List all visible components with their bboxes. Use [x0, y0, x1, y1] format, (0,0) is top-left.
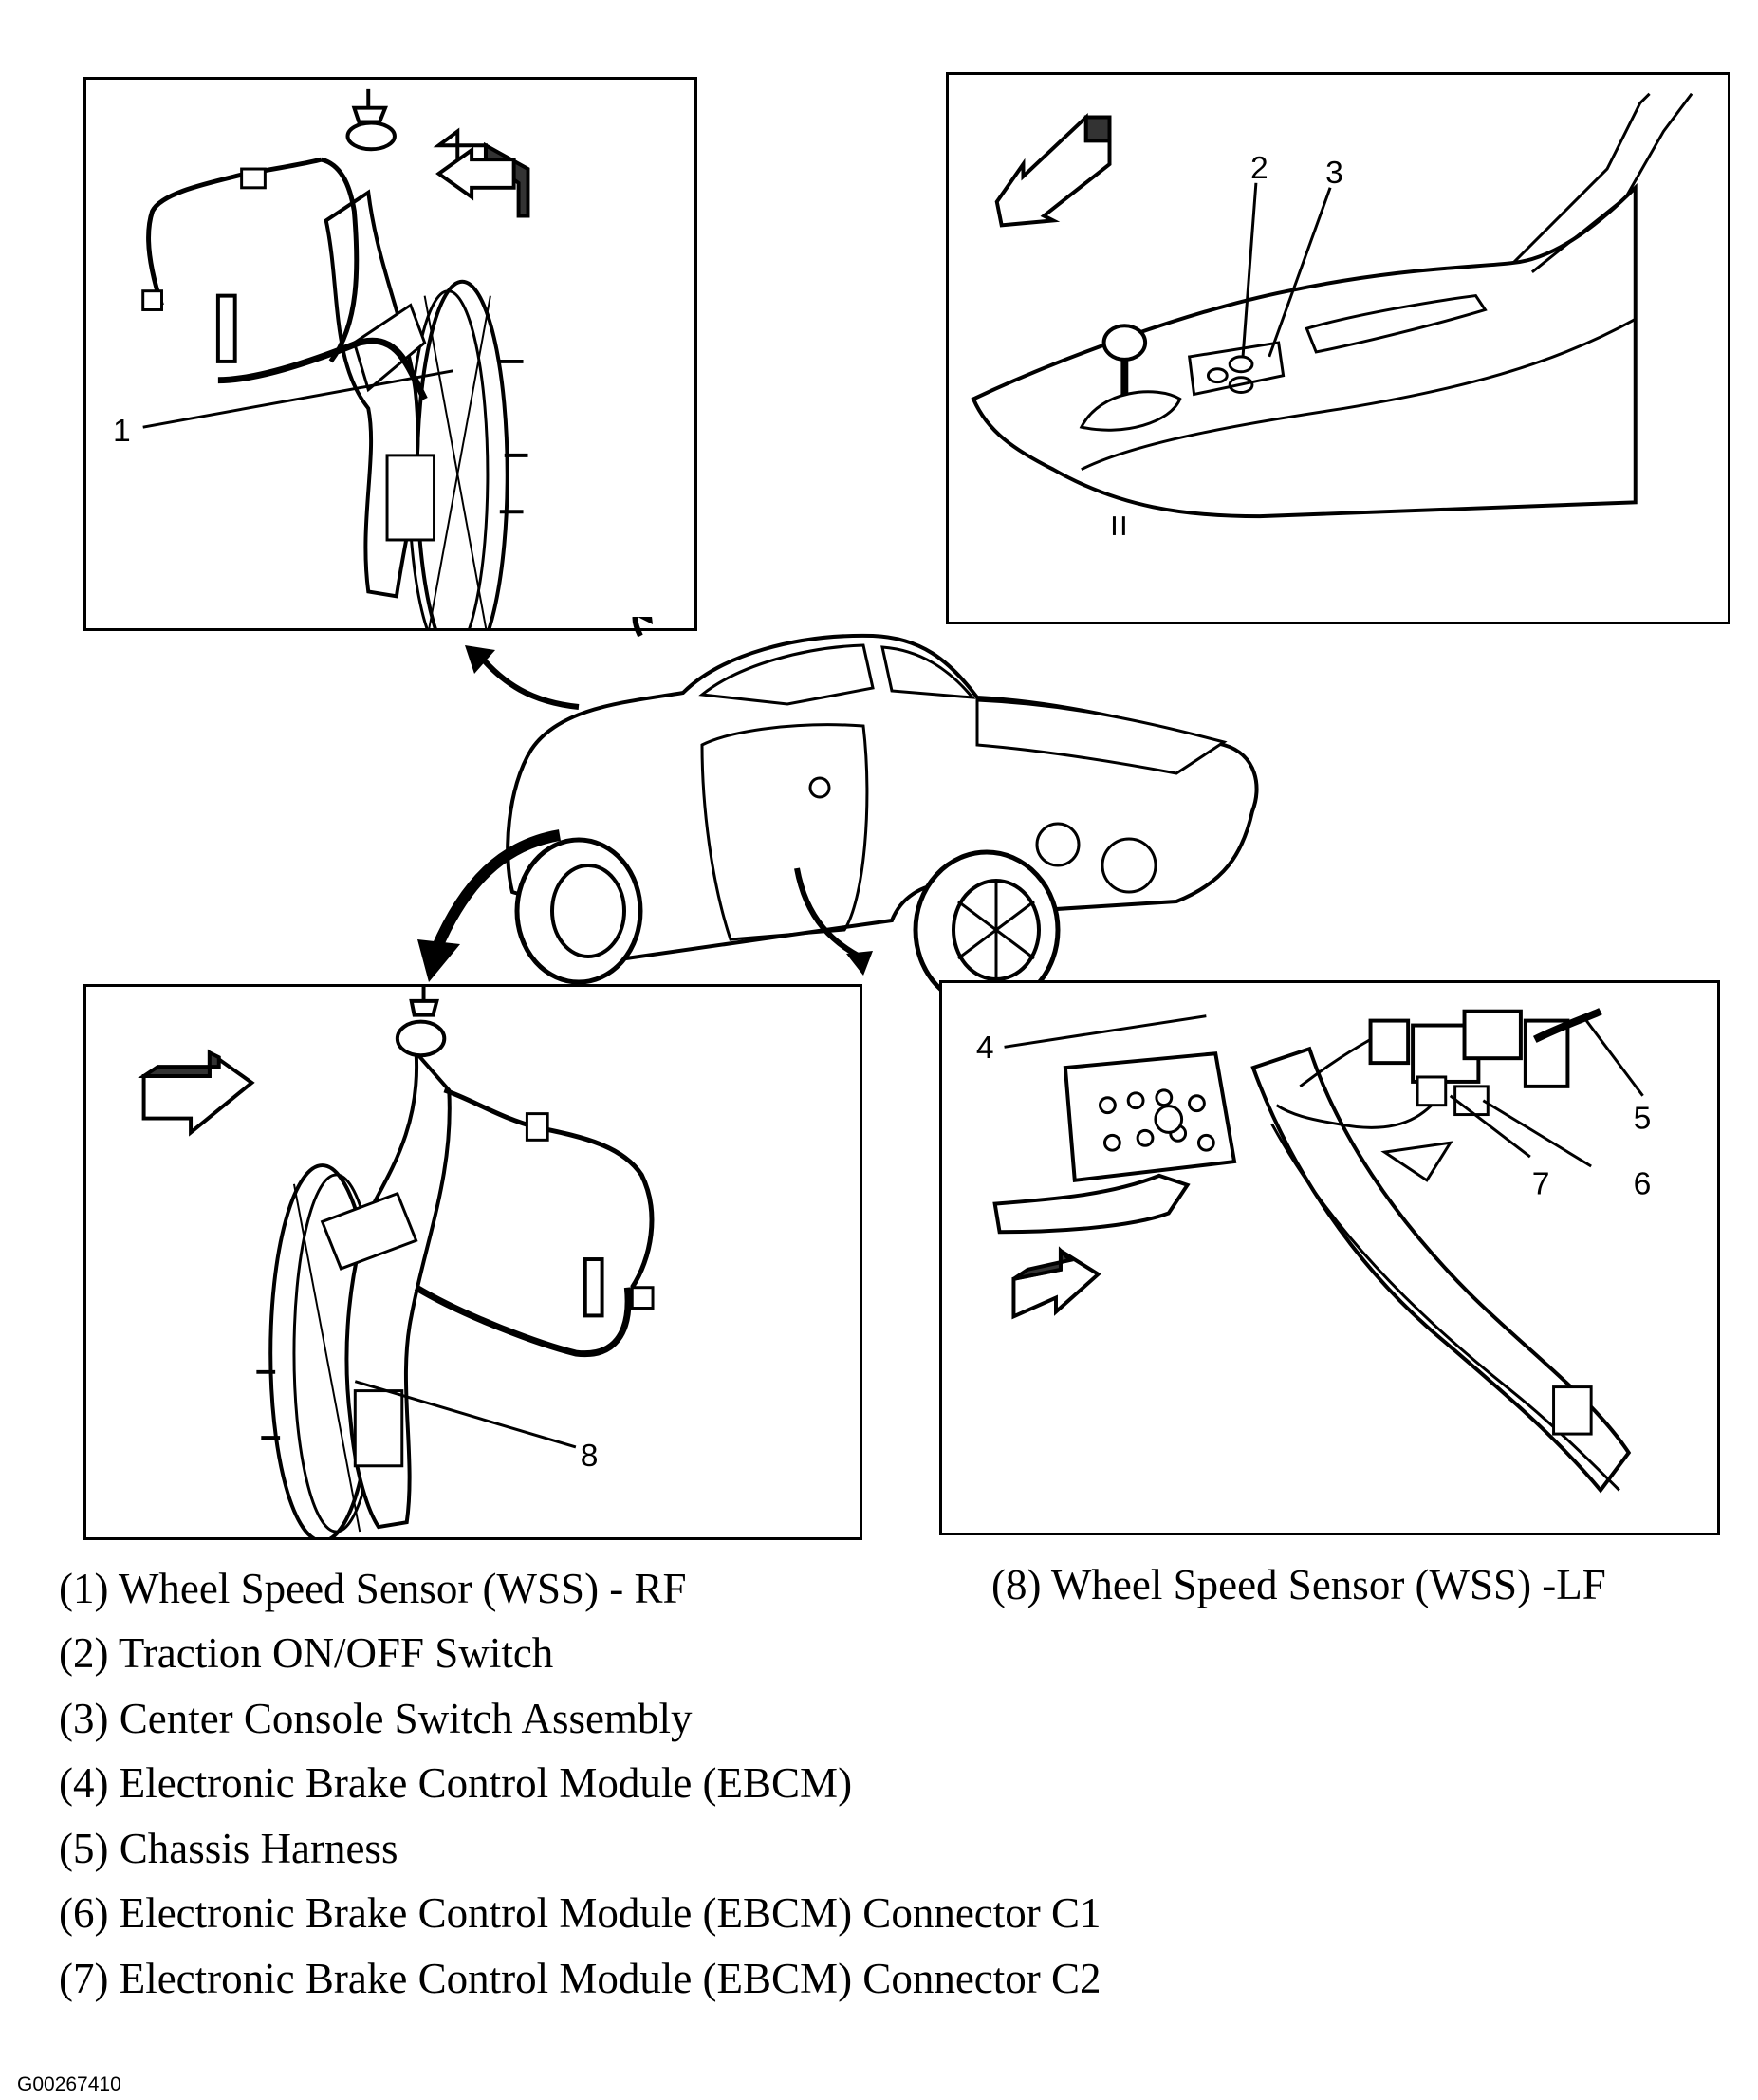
legend-item: (4) Electronic Brake Control Module (EBC…	[59, 1759, 853, 1807]
direction-arrow-icon	[433, 127, 530, 218]
legend-item: (5) Chassis Harness	[59, 1825, 398, 1872]
callout-3: 3	[1325, 156, 1343, 191]
center-console-drawing: 2 3	[971, 92, 1693, 535]
direction-arrow-icon	[994, 112, 1112, 228]
frame-rail-drawing	[1250, 1046, 1632, 1494]
legend-item: (6) Electronic Brake Control Module (EBC…	[59, 1889, 1101, 1937]
curved-arrow-icon	[632, 617, 643, 638]
wss-harness-drawing	[146, 157, 323, 307]
legend-item: (8) Wheel Speed Sensor (WSS) -LF	[991, 1561, 1606, 1608]
callout-4: 4	[976, 1031, 994, 1066]
vehicle-drawing	[417, 617, 1259, 1011]
figure-id: G00267410	[17, 2073, 121, 2095]
wss-harness-drawing	[443, 1087, 655, 1290]
ebcm-frame-drawing: 4 5 6 7	[976, 1008, 1652, 1494]
panel-center-console: 2 3	[946, 72, 1730, 624]
chassis-harness-drawing	[1532, 1008, 1602, 1043]
direction-arrow-icon	[138, 1049, 255, 1137]
front-wheel-drawing	[514, 837, 643, 985]
panel-lf-wheel-speed-sensor: 8	[83, 984, 862, 1540]
panel-ebcm-frame: 4 5 6 7	[939, 980, 1720, 1535]
callout-2: 2	[1250, 151, 1268, 186]
direction-arrow-icon	[1011, 1246, 1101, 1320]
legend-item: (1) Wheel Speed Sensor (WSS) - RF	[59, 1565, 687, 1612]
callout-7: 7	[1532, 1167, 1550, 1202]
connector-c2-drawing	[1416, 1075, 1448, 1107]
ebcm-module-drawing	[1368, 1009, 1570, 1088]
callout-5: 5	[1634, 1101, 1652, 1136]
callout-8: 8	[581, 1439, 599, 1474]
callout-6: 6	[1634, 1167, 1652, 1202]
curved-arrow-icon	[431, 829, 562, 952]
callout-1: 1	[113, 414, 131, 449]
lf-wheel-assembly-drawing: 8	[138, 987, 655, 1537]
curved-arrow-icon	[476, 653, 580, 710]
legend-item: (2) Traction ON/OFF Switch	[59, 1629, 554, 1677]
legend-item: (3) Center Console Switch Assembly	[59, 1695, 693, 1742]
rf-wheel-assembly-drawing: 1	[113, 88, 530, 628]
panel-rf-wheel-speed-sensor: 1	[83, 77, 697, 631]
legend-item: (7) Electronic Brake Control Module (EBC…	[59, 1955, 1101, 2002]
